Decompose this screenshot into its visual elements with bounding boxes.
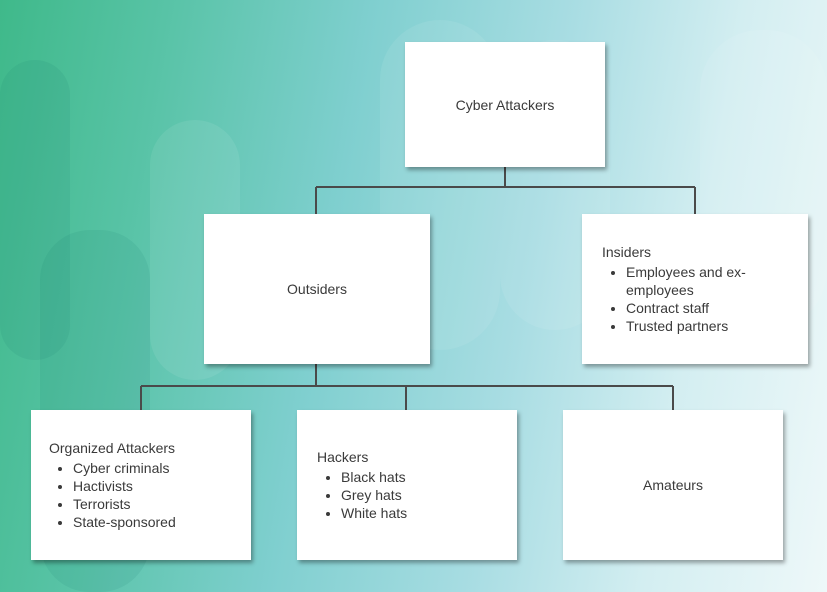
list-item: Black hats: [341, 468, 517, 486]
list-item: State-sponsored: [73, 513, 251, 531]
list-item: Trusted partners: [626, 317, 788, 335]
node-cyber-attackers: Cyber Attackers: [405, 42, 605, 167]
node-amateurs: Amateurs: [563, 410, 783, 560]
node-list: Employees and ex-employees Contract staf…: [602, 263, 788, 335]
node-label: Cyber Attackers: [455, 96, 555, 113]
list-item: Terrorists: [73, 495, 251, 513]
node-outsiders: Outsiders: [204, 214, 430, 364]
node-list: Black hats Grey hats White hats: [317, 468, 517, 522]
node-label: Organized Attackers: [49, 440, 176, 456]
node-list: Cyber criminals Hactivists Terrorists St…: [49, 459, 251, 531]
node-label: Amateurs: [643, 477, 703, 493]
node-insiders: Insiders Employees and ex-employees Cont…: [582, 214, 808, 364]
list-item: Contract staff: [626, 299, 788, 317]
node-label: Hackers: [317, 449, 369, 465]
list-item: Cyber criminals: [73, 459, 251, 477]
list-item: White hats: [341, 504, 517, 522]
list-item: Hactivists: [73, 477, 251, 495]
list-item: Grey hats: [341, 486, 517, 504]
node-hackers: Hackers Black hats Grey hats White hats: [297, 410, 517, 560]
node-organized-attackers: Organized Attackers Cyber criminals Hact…: [31, 410, 251, 560]
node-label: Outsiders: [287, 281, 347, 297]
node-label: Insiders: [602, 244, 652, 260]
background-shape: [0, 60, 70, 360]
list-item: Employees and ex-employees: [626, 263, 788, 299]
